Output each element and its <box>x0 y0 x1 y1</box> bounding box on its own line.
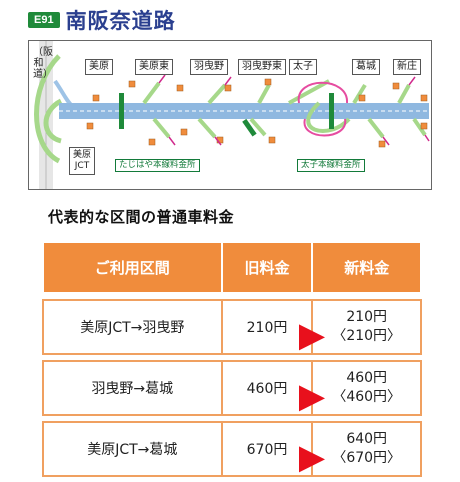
row-old-fare: 210円 <box>220 299 326 355</box>
jct-ramp-inner <box>43 98 63 144</box>
jct-label: 美原 JCT <box>69 147 96 175</box>
new-fare-sub: 〈460円〉 <box>332 389 402 405</box>
new-fare-value: 210円 <box>346 309 388 325</box>
old-fare-value: 210円 <box>246 320 288 336</box>
toll-label-taishi: 太子本線料金所 <box>297 159 365 172</box>
header-new-fare: 新料金 <box>311 241 422 294</box>
ic-label-mihara: 美原 <box>85 59 113 75</box>
row-new-fare: 210円 〈210円〉 <box>311 299 422 355</box>
row-old-fare: 460円 <box>220 360 326 416</box>
new-fare-sub: 〈670円〉 <box>332 450 402 466</box>
fare-table: ご利用区間 旧料金 新料金 美原JCT→羽曳野 210円 210円 〈210円〉… <box>42 241 422 477</box>
direction-arrows <box>158 74 430 146</box>
row-new-fare: 640円 〈670円〉 <box>311 421 422 477</box>
jct-label-line2: JCT <box>74 161 90 171</box>
ic-label-shinjo: 新庄 <box>393 59 421 75</box>
route-badge: E91 <box>28 12 60 28</box>
row-section: 羽曳野→葛城 <box>42 360 223 416</box>
ic-label-habikino: 羽曳野 <box>190 59 228 75</box>
row-section: 美原JCT→葛城 <box>42 421 223 477</box>
ic-label-katsuragi: 葛城 <box>352 59 380 75</box>
route-map: （阪和道） 美原 美原東 羽曳野 羽曳野東 太子 葛城 新庄 美原 JCT たじ… <box>28 40 432 190</box>
row-old-fare: 670円 <box>220 421 326 477</box>
ramps <box>142 79 427 139</box>
old-fare-value: 670円 <box>246 442 288 458</box>
jct-label-line1: 美原 <box>73 150 92 160</box>
header-section: ご利用区間 <box>42 241 223 294</box>
header-old-fare: 旧料金 <box>220 241 314 294</box>
table-header-row: ご利用区間 旧料金 新料金 <box>42 241 422 294</box>
hanwa-label: （阪和道） <box>33 47 53 80</box>
toll-gate-tajihaya <box>119 93 124 129</box>
route-title: 南阪奈道路 <box>65 9 176 33</box>
ic-label-mihara-higashi: 美原東 <box>135 59 173 75</box>
booths <box>86 78 428 148</box>
arrow-icon <box>299 446 326 473</box>
old-fare-value: 460円 <box>246 381 288 397</box>
row-section: 美原JCT→羽曳野 <box>42 299 223 355</box>
taishi-loop-lower <box>303 118 347 137</box>
fare-heading: 代表的な区間の普通車料金 <box>48 208 235 226</box>
new-fare-sub: 〈210円〉 <box>332 328 402 344</box>
ic-label-taishi: 太子 <box>289 59 317 75</box>
row-new-fare: 460円 〈460円〉 <box>311 360 422 416</box>
taishi-loop <box>297 81 349 104</box>
header: E91 南阪奈道路 <box>28 6 176 34</box>
ic-label-habikino-higashi: 羽曳野東 <box>238 59 286 75</box>
arrow-icon <box>299 324 326 351</box>
jct-ramp-outer <box>34 54 61 164</box>
new-fare-value: 460円 <box>346 370 388 386</box>
table-row: 美原JCT→羽曳野 210円 210円 〈210円〉 <box>42 299 422 355</box>
toll-gate-taishi <box>329 93 334 129</box>
table-row: 羽曳野→葛城 460円 460円 〈460円〉 <box>42 360 422 416</box>
table-row: 美原JCT→葛城 670円 640円 〈670円〉 <box>42 421 422 477</box>
arrow-icon <box>299 385 326 412</box>
ramp-gate <box>242 118 257 137</box>
route-map-graphic <box>34 41 430 189</box>
toll-label-tajihaya: たじはや本線料金所 <box>115 159 200 172</box>
new-fare-value: 640円 <box>346 431 388 447</box>
